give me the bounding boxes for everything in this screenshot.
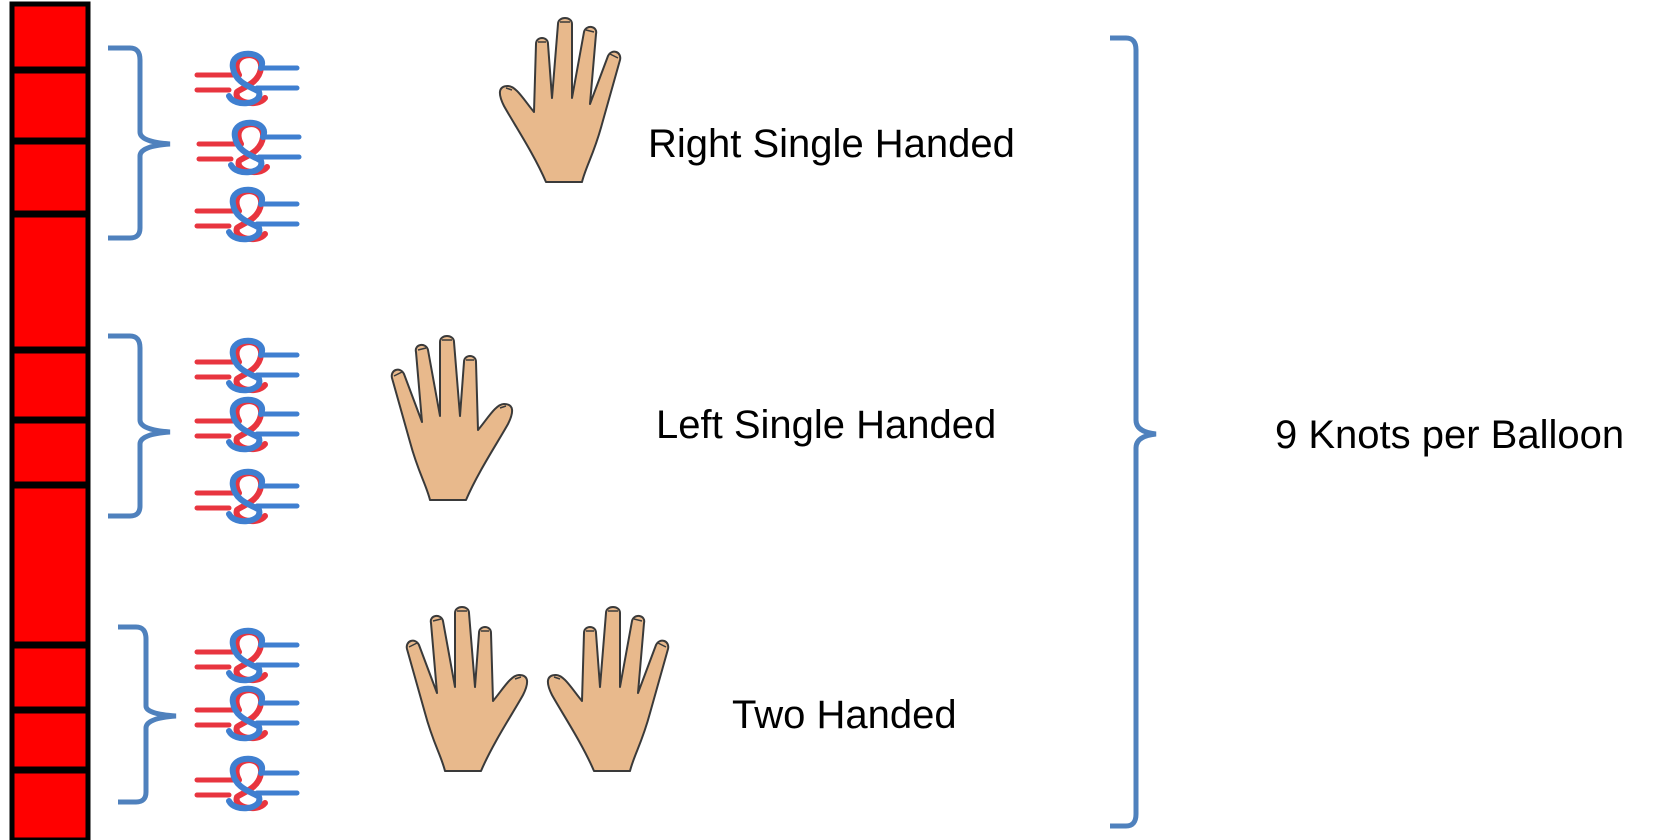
two-group-knots [197,631,297,809]
two-group-bracket [118,624,177,805]
total-knots-label: 9 Knots per Balloon [1275,413,1625,457]
knot-icon [197,631,297,681]
knot-icon [199,123,299,173]
right-group-knots [197,54,299,240]
knot-icon [197,341,297,391]
knot-icon [197,759,297,809]
left-hand-icon [390,335,514,501]
right-hand-icon [498,17,622,183]
left-group-bracket [108,333,171,519]
left-single-handed-label: Left Single Handed [656,403,997,447]
knot-icon [197,689,297,739]
knot-icon [197,472,297,522]
left-group-knots [197,341,297,522]
two-handed-label: Two Handed [732,693,957,737]
knot-icon [197,190,297,240]
two-hands-left-icon [405,606,529,772]
right-single-handed-label: Right Single Handed [648,122,1015,166]
balloon-segment-bar [9,1,91,840]
knot-icon [197,54,297,104]
knot-icon [197,400,297,450]
two-hands-right-icon [546,606,670,772]
total-bracket [1110,35,1157,829]
right-group-bracket [108,45,171,241]
